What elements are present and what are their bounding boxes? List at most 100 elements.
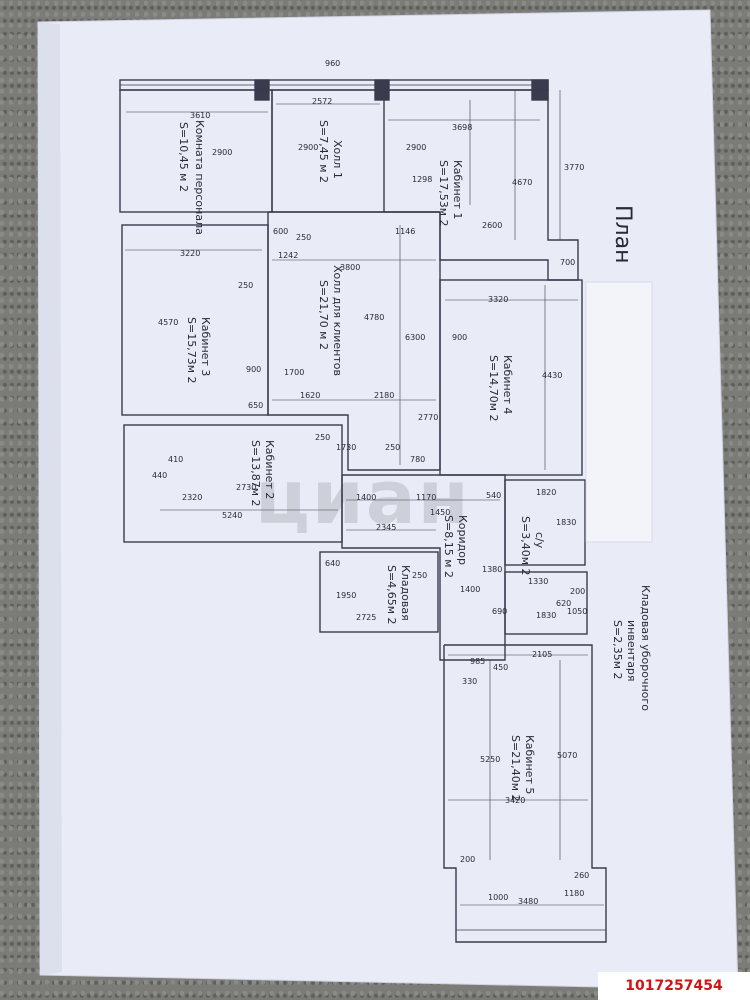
dim-1450: 1450 bbox=[430, 508, 450, 517]
paper-shadow bbox=[38, 22, 62, 975]
dim-6300: 6300 bbox=[405, 333, 425, 342]
dim-4570: 4570 bbox=[158, 318, 178, 327]
room-personnel-area: S=10,45 м 2 bbox=[177, 122, 190, 192]
dim-900a: 900 bbox=[452, 333, 467, 342]
hall-clients-label: Холл для клиентов bbox=[331, 265, 344, 376]
dim-200a: 200 bbox=[570, 587, 585, 596]
dim-780: 780 bbox=[410, 455, 425, 464]
dim-2725: 2725 bbox=[356, 613, 376, 622]
dim-1330: 1330 bbox=[528, 577, 548, 586]
dim-3420: 3420 bbox=[505, 796, 525, 805]
dim-250e: 250 bbox=[412, 571, 427, 580]
dim-3800: 3800 bbox=[340, 263, 360, 272]
wc-area: S=3,40м 2 bbox=[519, 516, 532, 576]
dim-1242: 1242 bbox=[278, 251, 298, 260]
dim-1298: 1298 bbox=[412, 175, 432, 184]
wc-label: с/у bbox=[533, 532, 546, 549]
dim-1700: 1700 bbox=[284, 368, 304, 377]
dim-250b: 250 bbox=[238, 281, 253, 290]
dim-250a: 250 bbox=[296, 233, 311, 242]
dim-690: 690 bbox=[492, 607, 507, 616]
dim-2105: 2105 bbox=[532, 650, 552, 659]
dim-4780: 4780 bbox=[364, 313, 384, 322]
storage-inventory-area: S=2,35м 2 bbox=[611, 620, 624, 680]
storage-area: S=4,65м 2 bbox=[385, 565, 398, 625]
office4-label: Кабинет 4 bbox=[501, 355, 514, 414]
dim-2900a: 2900 bbox=[212, 148, 232, 157]
dim-600: 600 bbox=[273, 227, 288, 236]
dim-250d: 250 bbox=[385, 443, 400, 452]
office1-area: S=17,53м 2 bbox=[437, 160, 450, 226]
dim-540: 540 bbox=[486, 491, 501, 500]
room-personnel-label-1: Комната персонала bbox=[193, 120, 206, 235]
dim-700: 700 bbox=[560, 258, 575, 267]
dim-620: 620 bbox=[556, 599, 571, 608]
room-labels: Комната персонала S=10,45 м 2 Холл 1 S=7… bbox=[177, 120, 652, 801]
storage-inventory-label-2: инвентаря bbox=[625, 620, 638, 682]
hall-clients-area: S=21,70 м 2 bbox=[317, 280, 330, 350]
dim-5250: 5250 bbox=[480, 755, 500, 764]
dim-260: 260 bbox=[574, 871, 589, 880]
dim-1146: 1146 bbox=[395, 227, 415, 236]
dim-2345: 2345 bbox=[376, 523, 396, 532]
hall1-label: Холл 1 bbox=[331, 140, 344, 179]
dim-3320: 3320 bbox=[488, 295, 508, 304]
dim-3698: 3698 bbox=[452, 123, 472, 132]
dim-3610: 3610 bbox=[190, 111, 210, 120]
dim-1400a: 1400 bbox=[356, 493, 376, 502]
dim-4430: 4430 bbox=[542, 371, 562, 380]
dim-1950: 1950 bbox=[336, 591, 356, 600]
dim-4670: 4670 bbox=[512, 178, 532, 187]
dimension-labels: 960 3610 2572 3698 3770 2900 2900 2900 4… bbox=[152, 59, 589, 906]
dim-3220: 3220 bbox=[180, 249, 200, 258]
dim-650: 650 bbox=[248, 401, 263, 410]
office1-label: Кабинет 1 bbox=[451, 160, 464, 219]
corridor-label: Коридор bbox=[456, 515, 469, 565]
corridor-outline bbox=[341, 474, 506, 661]
dim-1830a: 1830 bbox=[556, 518, 576, 527]
dim-440: 440 bbox=[152, 471, 167, 480]
dim-3480: 3480 bbox=[518, 897, 538, 906]
storage-outline bbox=[319, 551, 439, 633]
dim-2320: 2320 bbox=[182, 493, 202, 502]
dim-1620: 1620 bbox=[300, 391, 320, 400]
office4-area: S=14,70м 2 bbox=[487, 355, 500, 421]
wc-outline bbox=[504, 479, 586, 566]
dim-2180: 2180 bbox=[374, 391, 394, 400]
paper-patch bbox=[585, 281, 653, 543]
hall1-area: S=7,45 м 2 bbox=[317, 120, 330, 183]
dim-410: 410 bbox=[168, 455, 183, 464]
storage-label: Кладовая bbox=[399, 565, 412, 621]
office5-label: Кабинет 5 bbox=[523, 735, 536, 794]
plan-title: План bbox=[610, 205, 635, 263]
dim-1380: 1380 bbox=[482, 565, 502, 574]
dim-5240: 5240 bbox=[222, 511, 242, 520]
dim-2600: 2600 bbox=[482, 221, 502, 230]
office5-area: S=21,40м 2 bbox=[509, 735, 522, 801]
dim-1050: 1050 bbox=[567, 607, 587, 616]
dim-1170: 1170 bbox=[416, 493, 436, 502]
office3-label: Кабинет 3 bbox=[199, 317, 212, 376]
dim-1730: 1730 bbox=[336, 443, 356, 452]
storage-inventory-outline bbox=[504, 571, 588, 635]
dim-2730: 2730 bbox=[236, 483, 256, 492]
dim-900b: 900 bbox=[246, 365, 261, 374]
office3-area: S=15,73м 2 bbox=[185, 317, 198, 383]
office2-label: Кабинет 2 bbox=[263, 440, 276, 499]
dim-2770: 2770 bbox=[418, 413, 438, 422]
dim-1000: 1000 bbox=[488, 893, 508, 902]
dim-960: 960 bbox=[325, 59, 340, 68]
office5-outline bbox=[443, 644, 607, 943]
office2-area: S=13,87м 2 bbox=[249, 440, 262, 506]
dim-2900b: 2900 bbox=[298, 143, 318, 152]
watermark-logo: циан bbox=[255, 455, 471, 541]
dim-5070: 5070 bbox=[557, 751, 577, 760]
dim-1820: 1820 bbox=[536, 488, 556, 497]
floor-plan-drawing bbox=[119, 79, 607, 943]
dim-2900c: 2900 bbox=[406, 143, 426, 152]
dim-250c: 250 bbox=[315, 433, 330, 442]
office4-outline bbox=[439, 279, 583, 476]
dim-2572: 2572 bbox=[312, 97, 332, 106]
dim-1400b: 1400 bbox=[460, 585, 480, 594]
